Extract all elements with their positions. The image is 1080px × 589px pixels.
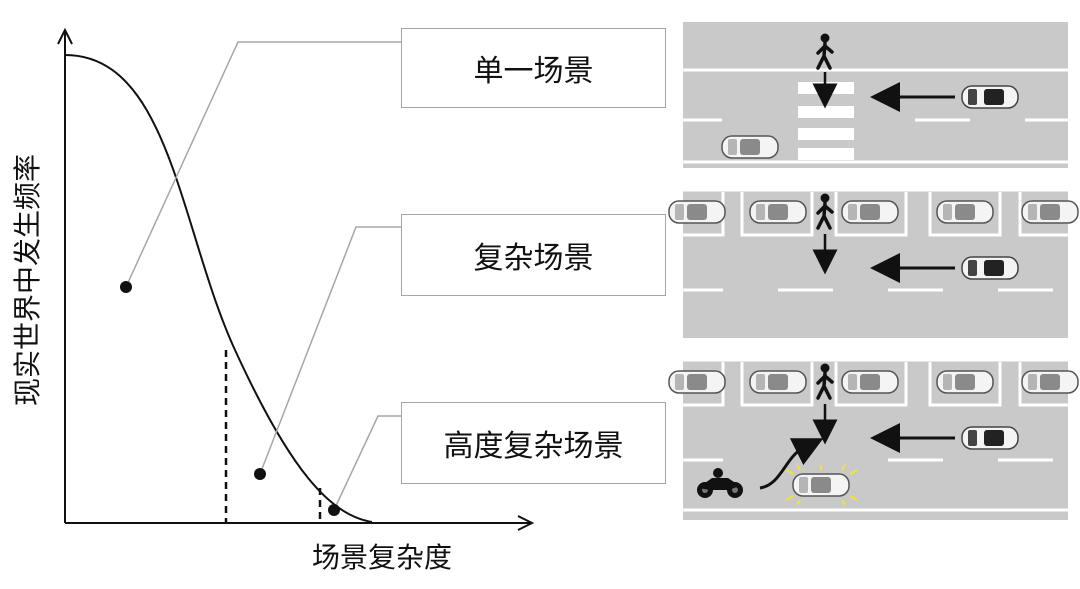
parked-car-icon — [749, 200, 807, 224]
parked-car-icon — [668, 200, 726, 224]
leader-line-single — [125, 41, 402, 288]
hazard-car-icon — [785, 464, 858, 506]
parked-car-icon — [749, 370, 807, 394]
car-icon — [961, 426, 1019, 450]
car-icon — [961, 85, 1019, 109]
car-icon — [961, 256, 1019, 280]
label-highly-complex-scene: 高度复杂场景 — [401, 402, 666, 484]
scene-single — [683, 22, 1068, 168]
parked-car-icon — [936, 200, 994, 224]
parked-car-icon — [1021, 370, 1079, 394]
scene-highly-complex — [668, 358, 1079, 520]
marker-single — [120, 281, 132, 293]
label-complex-scene: 复杂场景 — [401, 214, 666, 296]
x-axis — [65, 515, 535, 531]
label-single-scene: 单一场景 — [401, 28, 666, 108]
leader-line-highly-complex — [333, 415, 402, 511]
parked-car-icon — [668, 370, 726, 394]
parked-car-icon — [936, 370, 994, 394]
frequency-curve — [64, 54, 373, 523]
parked-car-icon — [841, 370, 899, 394]
parked-car-icon — [1021, 200, 1079, 224]
marker-highly-complex — [328, 504, 340, 516]
y-axis — [57, 27, 73, 523]
scene-complex — [668, 188, 1079, 338]
parked-car-icon — [841, 200, 899, 224]
car-icon — [721, 135, 779, 159]
leader-line-complex — [259, 226, 402, 475]
motorcycle-icon — [697, 468, 743, 498]
x-axis-label: 场景复杂度 — [312, 541, 453, 574]
marker-complex — [254, 468, 266, 480]
